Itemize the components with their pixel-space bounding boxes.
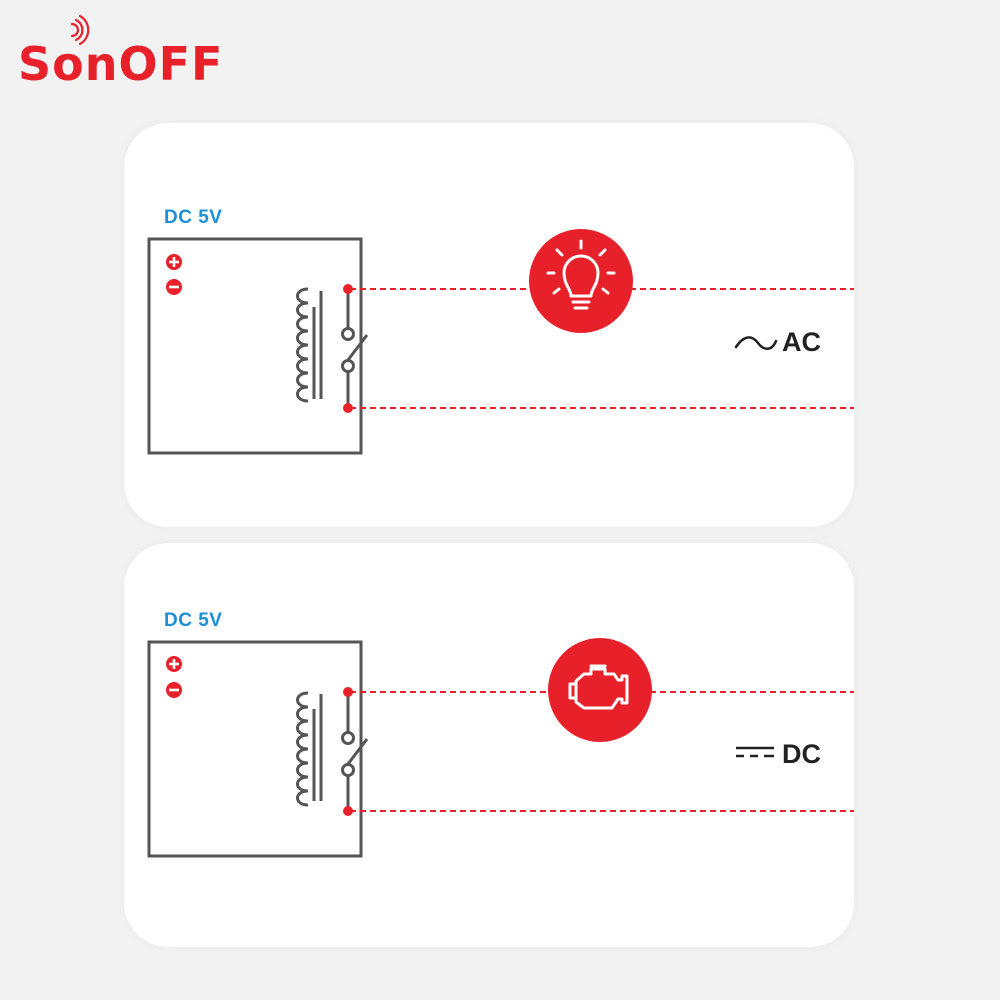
relay-switch-icon [341, 693, 369, 810]
plus-terminal-icon [166, 656, 182, 672]
engine-icon [548, 638, 652, 742]
ac-wiring-card: DC 5V [124, 123, 854, 527]
lightbulb-icon [529, 229, 633, 333]
relay-diagram-ac [147, 229, 854, 455]
relay-coil-icon [296, 691, 323, 807]
input-voltage-label: DC 5V [164, 610, 223, 631]
relay-diagram-dc [147, 638, 854, 858]
relay-switch-icon [341, 291, 369, 407]
supply-type-label: DC [782, 739, 821, 769]
relay-module-box [147, 640, 363, 858]
dc-symbol-icon [736, 746, 774, 758]
minus-terminal-icon [166, 279, 182, 295]
logo-wordmark: SonOFF [18, 37, 223, 89]
relay-module-box [147, 237, 363, 455]
dc-wiring-card: DC 5V [124, 543, 854, 947]
sonoff-logo: SonOFF [18, 14, 223, 89]
terminal-dot-top [343, 284, 353, 294]
supply-type-label: AC [782, 327, 821, 357]
wifi-signal-icon [70, 14, 90, 46]
input-voltage-label: DC 5V [164, 207, 223, 228]
minus-terminal-icon [166, 682, 182, 698]
relay-coil-icon [296, 287, 323, 403]
plus-terminal-icon [166, 254, 182, 270]
terminal-dot-top [343, 687, 353, 697]
terminal-dot-bottom [343, 403, 353, 413]
terminal-dot-bottom [343, 806, 353, 816]
ac-sine-icon [734, 336, 778, 350]
